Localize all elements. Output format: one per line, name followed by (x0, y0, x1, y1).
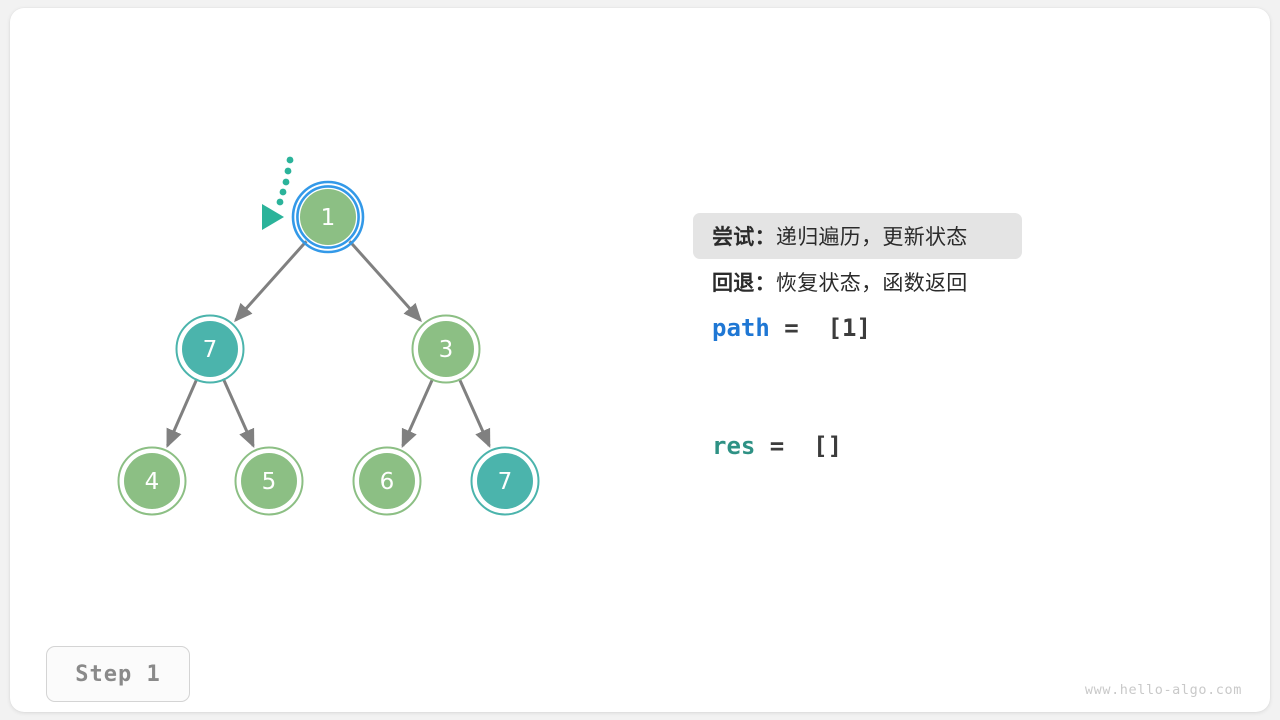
cursor-trail-dot-0 (286, 156, 294, 164)
tree-node-n7[interactable]: 7 (470, 446, 540, 516)
try-line-lead: 尝试： (712, 225, 776, 249)
node-value-label: 7 (203, 337, 218, 363)
node-circle[interactable] (182, 321, 238, 377)
step-label: Step 1 (75, 661, 161, 687)
tree-node-n6[interactable]: 6 (352, 446, 422, 516)
node-outer-ring (411, 314, 481, 384)
node-outer-ring (175, 314, 245, 384)
tree-edge-n1-n2 (234, 240, 308, 323)
cursor-trail-dot-4 (276, 198, 284, 206)
node-outer-ring (117, 446, 187, 516)
node-value-label: 6 (380, 469, 395, 495)
step-badge: Step 1 (46, 646, 190, 702)
tree-node-n1[interactable]: 1 (291, 180, 365, 254)
node-value-label: 1 (321, 205, 336, 231)
tree-node-n2[interactable]: 7 (175, 314, 245, 384)
backtrack-line-lead: 回退： (712, 271, 776, 295)
res-variable-name: res (712, 432, 756, 460)
panel-description-rows: 尝试：递归遍历，更新状态回退：恢复状态，函数返回 (693, 213, 1213, 305)
tree-node-n4[interactable]: 4 (117, 446, 187, 516)
panel-spacer (693, 351, 1213, 423)
node-outer-ring (470, 446, 540, 516)
node-outer-ring (234, 446, 304, 516)
tree-edges (166, 240, 491, 449)
node-value-label: 7 (498, 469, 513, 495)
node-value-label: 4 (145, 469, 160, 495)
node-circle[interactable] (477, 453, 533, 509)
backtrack-line: 回退：恢复状态，函数返回 (693, 259, 1213, 305)
try-line-body: 递归遍历，更新状态 (775, 225, 968, 249)
node-circle[interactable] (418, 321, 474, 377)
tree-nodes: 1 7 3 4 5 6 7 (117, 180, 540, 516)
path-state-row: path = [1] (693, 305, 1213, 351)
backtrack-line-text: 回退：恢复状态，函数返回 (712, 267, 968, 297)
watermark: www.hello-algo.com (1084, 682, 1242, 698)
tree-edge-n3-n7 (457, 378, 491, 449)
tree-edge-n2-n5 (221, 378, 255, 449)
binary-tree-diagram: 1 7 3 4 5 6 7 (117, 156, 540, 516)
try-line-text: 尝试：递归遍历，更新状态 (712, 221, 968, 251)
tree-node-n5[interactable]: 5 (234, 446, 304, 516)
cursor-trail-dot-3 (279, 188, 287, 196)
node-circle[interactable] (124, 453, 180, 509)
cursor-arrow-icon (262, 204, 284, 230)
res-state-row: res = [] (693, 423, 1213, 469)
state-panel: 尝试：递归遍历，更新状态回退：恢复状态，函数返回 path = [1] res … (693, 213, 1213, 469)
node-circle[interactable] (300, 189, 356, 245)
active-highlight-ring (291, 180, 365, 254)
tree-node-n3[interactable]: 3 (411, 314, 481, 384)
tree-edge-n2-n4 (166, 378, 199, 448)
path-variable-name: path (712, 314, 770, 342)
node-circle[interactable] (359, 453, 415, 509)
recursion-entry-cursor (262, 156, 294, 230)
cursor-trail-dot-2 (282, 178, 290, 186)
node-value-label: 5 (262, 469, 277, 495)
node-circle[interactable] (241, 453, 297, 509)
backtrack-line-body: 恢复状态，函数返回 (775, 271, 968, 295)
node-value-label: 3 (439, 337, 454, 363)
path-variable-value: = [1] (769, 314, 871, 342)
try-line: 尝试：递归遍历，更新状态 (693, 213, 1022, 259)
tree-edge-n3-n6 (401, 378, 435, 449)
res-variable-value: = [] (755, 432, 843, 460)
tree-edge-n1-n3 (348, 240, 422, 323)
cursor-trail-dot-1 (284, 167, 292, 175)
active-inner-ring (296, 185, 360, 249)
node-outer-ring (352, 446, 422, 516)
